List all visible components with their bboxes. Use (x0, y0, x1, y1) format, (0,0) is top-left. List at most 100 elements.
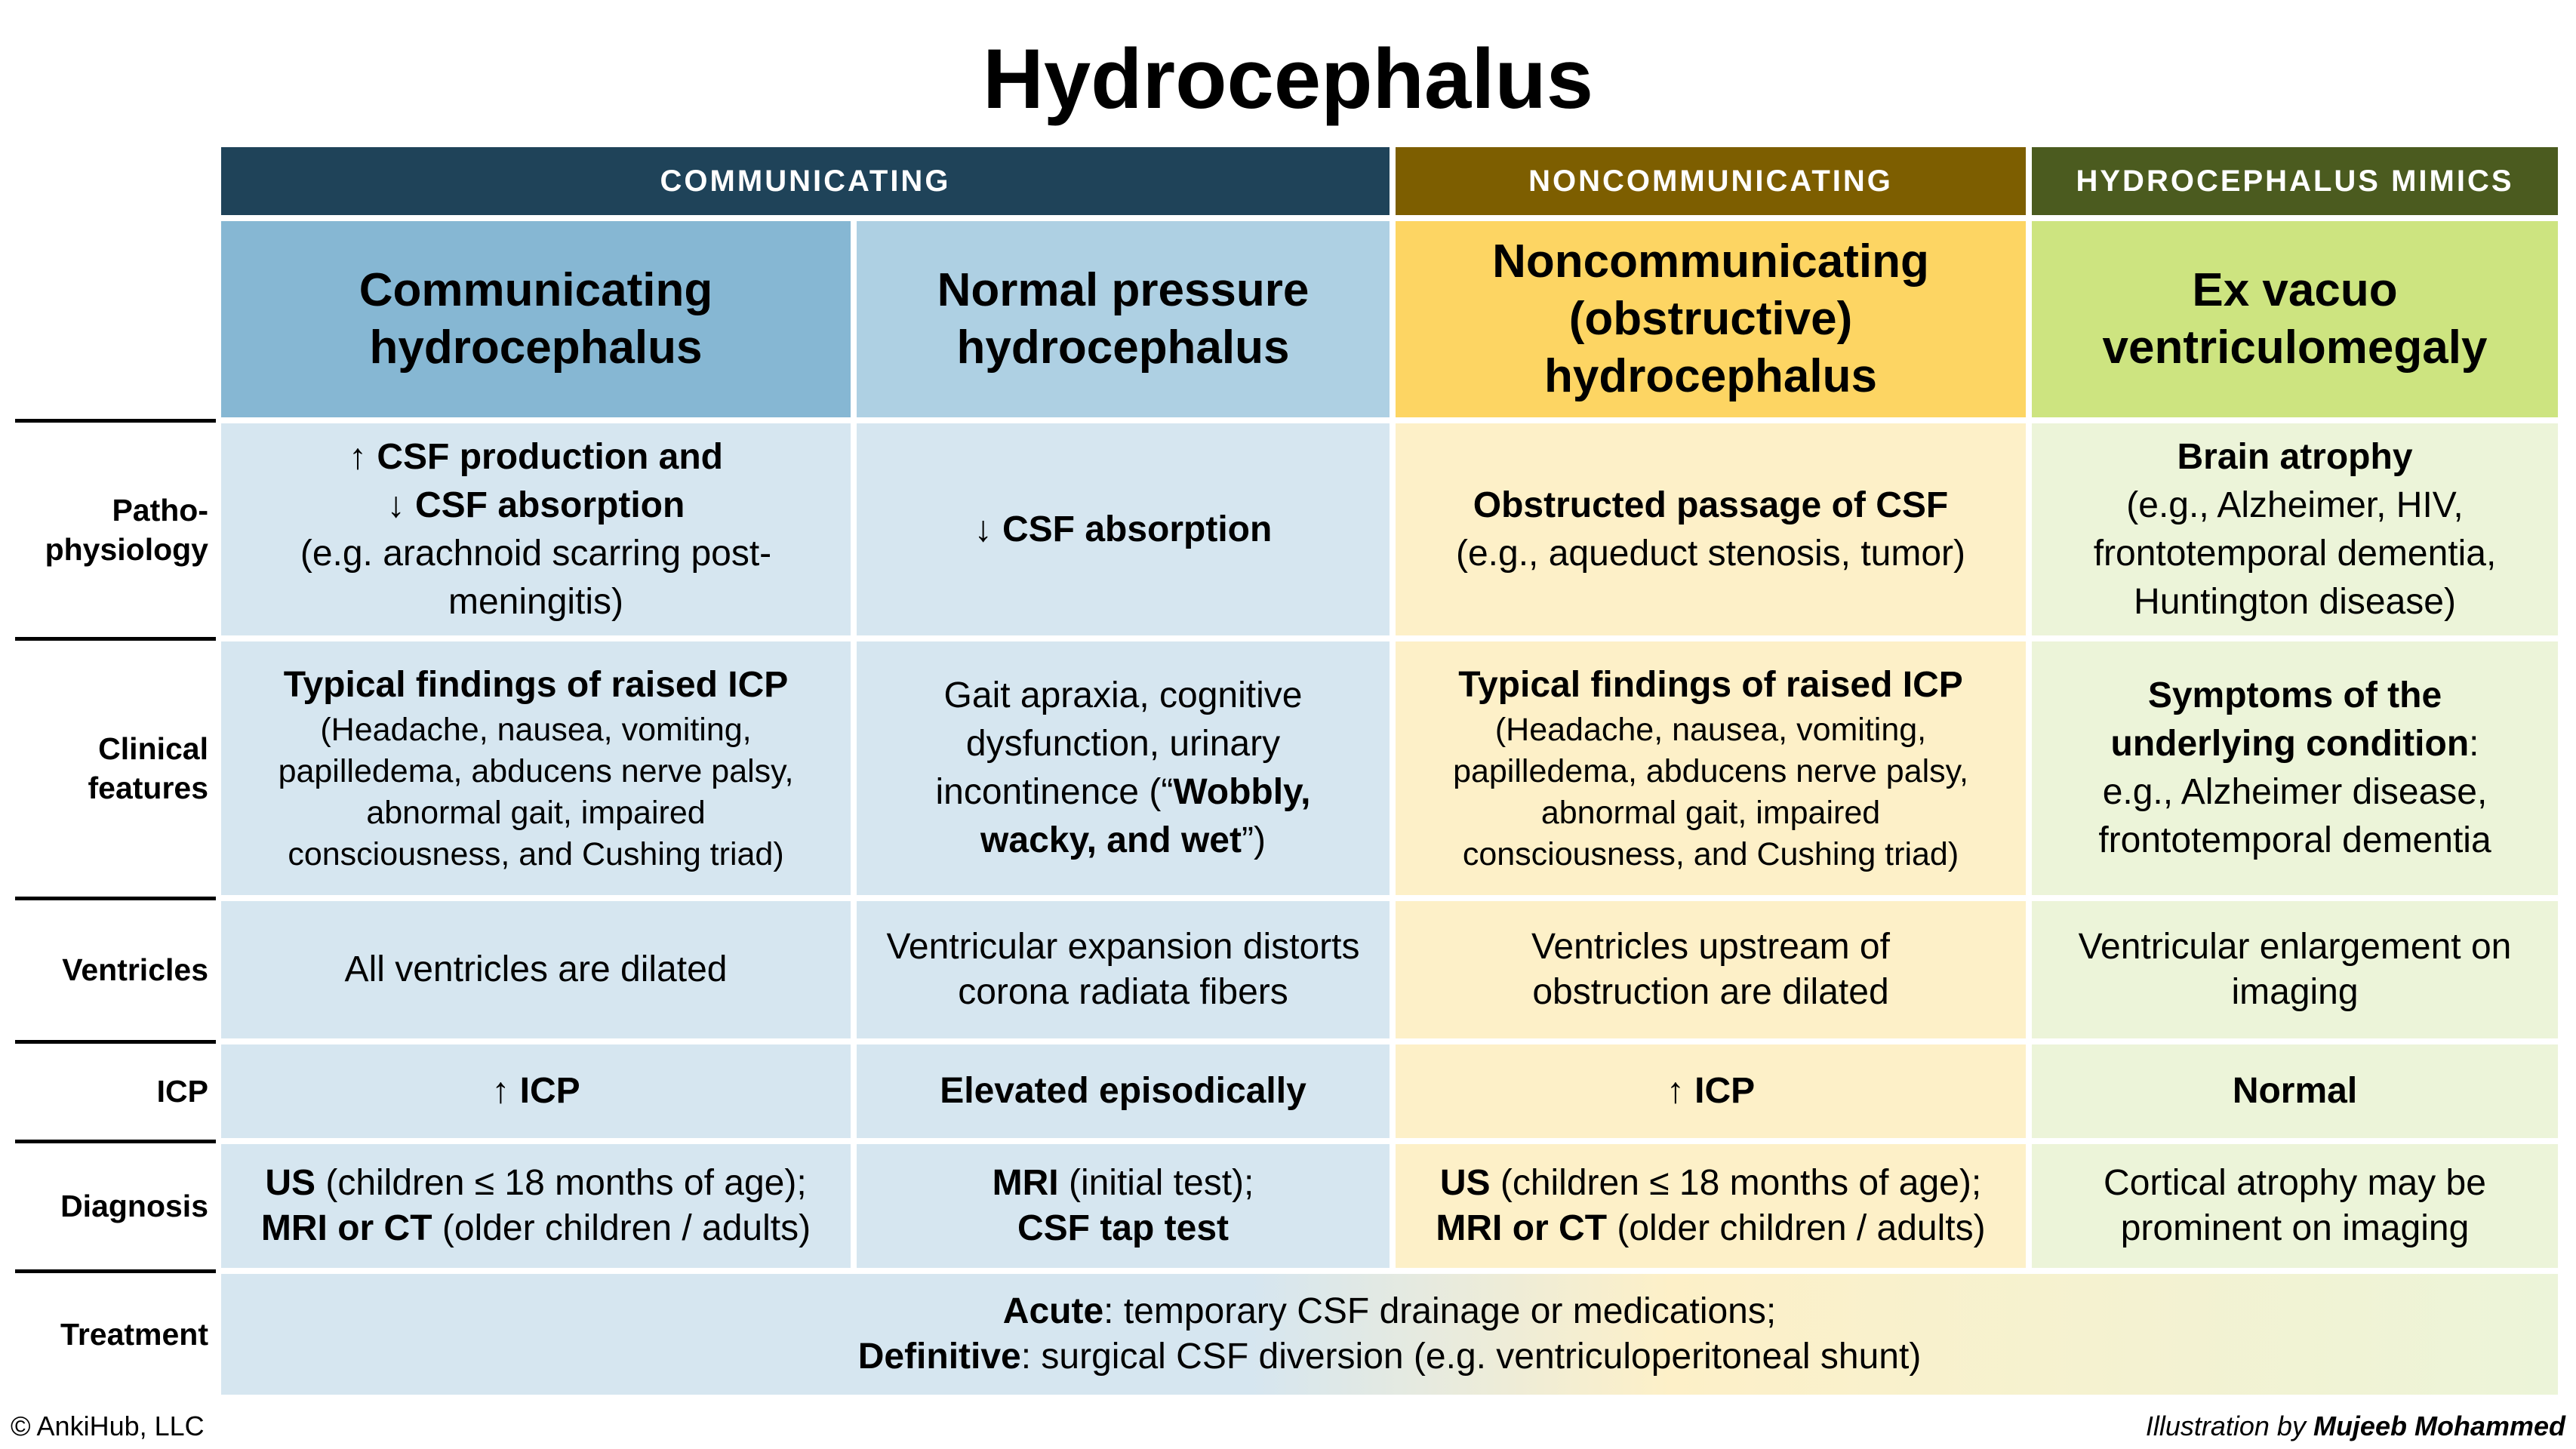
treatment-acute-detail: : temporary CSF drainage or medications; (1103, 1291, 1777, 1331)
diagnosis-noncommunicating-line2: MRI or CT (older children / adults) (1436, 1206, 1985, 1251)
header-noncommunicating-line2: (obstructive) (1568, 293, 1853, 345)
category-mimics: HYDROCEPHALUS MIMICS (2032, 147, 2558, 215)
icp-noncommunicating-text: ↑ ICP (1666, 1071, 1756, 1111)
header-noncommunicating-line3: hydrocephalus (1544, 350, 1877, 402)
clinical-mimics-colon: : (2469, 724, 2479, 764)
cell-icp-nph: Elevated episodically (857, 1044, 1390, 1138)
clinical-mimics-detail: e.g., Alzheimer disease, frontotemporal … (2098, 772, 2491, 860)
clinical-noncommunicating-detail: (Headache, nausea, vomiting, papilledema… (1453, 712, 1968, 872)
diagnosis-noncommunicating-us-detail: (children ≤ 18 months of age); (1490, 1163, 1982, 1203)
row-label-ventricles-text: Ventricles (62, 952, 208, 987)
ventricles-mimics-text: Ventricular enlargement on imaging (2078, 927, 2512, 1012)
cell-icp-noncommunicating: ↑ ICP (1396, 1044, 2026, 1138)
category-mimics-label: HYDROCEPHALUS MIMICS (2076, 164, 2514, 198)
clinical-nph-mnemonic: Wobbly, wacky, and wet (980, 772, 1311, 860)
header-noncommunicating: Noncommunicating (obstructive) hydroceph… (1396, 221, 2026, 417)
row-rule (15, 1269, 216, 1273)
diagnosis-communicating-mri-detail: (older children / adults) (432, 1208, 811, 1248)
row-label-diagnosis: Diagnosis (15, 1144, 208, 1268)
ventricles-communicating-text: All ventricles are dilated (344, 949, 728, 989)
footer-credit-name: Mujeeb Mohammed (2313, 1411, 2565, 1441)
header-communicating: Communicating hydrocephalus (221, 221, 851, 417)
ventricles-nph-text: Ventricular expansion distorts corona ra… (886, 927, 1360, 1012)
pathophysiology-nph-text: ↓ CSF absorption (974, 509, 1273, 549)
cell-treatment: Acute: temporary CSF drainage or medicat… (221, 1274, 2558, 1395)
cell-clinical-noncommunicating: Typical findings of raised ICP (Headache… (1396, 641, 2026, 895)
header-communicating-line1: Communicating (359, 264, 713, 316)
header-mimics-line1: Ex vacuo (2192, 264, 2398, 316)
row-label-clinical: Clinical features (15, 641, 208, 895)
row-label-treatment-text: Treatment (60, 1317, 208, 1352)
row-label-pathophysiology-line2: physiology (45, 531, 208, 567)
diagnosis-communicating-us: US (265, 1163, 315, 1203)
pathophysiology-noncommunicating-detail: (e.g., aqueduct stenosis, tumor) (1456, 533, 1965, 574)
row-label-clinical-line1: Clinical (98, 731, 208, 766)
diagnosis-mimics-text: Cortical atrophy may be prominent on ima… (2104, 1163, 2486, 1248)
pathophysiology-mimics-detail: (e.g., Alzheimer, HIV, frontotemporal de… (2093, 485, 2497, 622)
cell-pathophysiology-communicating: ↑ CSF production and ↓ CSF absorption (e… (221, 423, 851, 635)
row-label-pathophysiology: Patho- physiology (15, 423, 208, 635)
cell-ventricles-communicating: All ventricles are dilated (221, 901, 851, 1038)
row-label-pathophysiology-line1: Patho- (112, 492, 208, 528)
cell-diagnosis-nph: MRI (initial test); CSF tap test (857, 1144, 1390, 1268)
footer-copyright: © AnkiHub, LLC (11, 1411, 205, 1441)
cell-ventricles-noncommunicating: Ventricles upstream of obstruction are d… (1396, 901, 2026, 1038)
cell-clinical-nph: Gait apraxia, cognitive dysfunction, uri… (857, 641, 1390, 895)
category-noncommunicating: NONCOMMUNICATING (1396, 147, 2026, 215)
diagnosis-nph-tap-test: CSF tap test (1017, 1208, 1230, 1248)
header-nph-line1: Normal pressure (937, 264, 1310, 316)
clinical-noncommunicating-main: Typical findings of raised ICP (1458, 665, 1963, 705)
treatment-definitive-detail: : surgical CSF diversion (e.g. ventricul… (1020, 1337, 1922, 1377)
treatment-definitive: Definitive (857, 1337, 1021, 1377)
pathophysiology-communicating-line2: ↓ CSF absorption (386, 485, 685, 525)
icp-nph-text: Elevated episodically (940, 1071, 1306, 1111)
page-title: Hydrocephalus (982, 32, 1594, 126)
clinical-communicating-main: Typical findings of raised ICP (283, 665, 789, 705)
cell-pathophysiology-nph: ↓ CSF absorption (857, 423, 1390, 635)
header-mimics-line2: ventriculomegaly (2102, 321, 2488, 374)
header-communicating-line2: hydrocephalus (369, 321, 703, 374)
cell-clinical-mimics: Symptoms of the underlying condition: e.… (2032, 641, 2558, 895)
row-rule (15, 1040, 216, 1044)
diagnosis-communicating-mri: MRI or CT (260, 1208, 432, 1248)
pathophysiology-mimics-main: Brain atrophy (2177, 436, 2413, 477)
row-rule (15, 419, 216, 423)
cell-pathophysiology-mimics: Brain atrophy (e.g., Alzheimer, HIV, fro… (2032, 423, 2558, 635)
pathophysiology-noncommunicating-main: Obstructed passage of CSF (1473, 485, 1949, 525)
diagnosis-noncommunicating-mri: MRI or CT (1436, 1208, 1608, 1248)
clinical-nph-text: Gait apraxia, cognitive dysfunction, uri… (887, 672, 1359, 865)
row-label-ventricles: Ventricles (15, 901, 208, 1038)
ventricles-noncommunicating-text: Ventricles upstream of obstruction are d… (1531, 927, 1890, 1012)
header-noncommunicating-line1: Noncommunicating (1492, 235, 1929, 288)
row-rule (15, 637, 216, 641)
treatment-acute: Acute (1002, 1291, 1104, 1331)
pathophysiology-communicating-line1: ↑ CSF production and (349, 436, 723, 477)
clinical-communicating-detail: (Headache, nausea, vomiting, papilledema… (278, 712, 794, 872)
diagnosis-noncommunicating-us: US (1439, 1163, 1491, 1203)
cell-diagnosis-communicating: US (children ≤ 18 months of age); MRI or… (221, 1144, 851, 1268)
cell-diagnosis-noncommunicating: US (children ≤ 18 months of age); MRI or… (1396, 1144, 2026, 1268)
category-communicating: COMMUNICATING (221, 147, 1390, 215)
footer-credit-prefix: Illustration by (2145, 1411, 2313, 1441)
header-nph: Normal pressure hydrocephalus (857, 221, 1390, 417)
row-label-icp-text: ICP (156, 1074, 208, 1109)
clinical-nph-plain: Gait apraxia, cognitive dysfunction, uri… (935, 675, 1303, 812)
clinical-mimics-main: Symptoms of the underlying condition (2110, 675, 2470, 764)
header-mimics: Ex vacuo ventriculomegaly (2032, 221, 2558, 417)
row-rule (15, 1140, 216, 1143)
treatment-line2: Definitive: surgical CSF diversion (e.g.… (858, 1334, 1922, 1380)
cell-pathophysiology-noncommunicating: Obstructed passage of CSF (e.g., aqueduc… (1396, 423, 2026, 635)
category-communicating-label: COMMUNICATING (660, 164, 951, 198)
cell-icp-mimics: Normal (2032, 1044, 2558, 1138)
header-nph-line2: hydrocephalus (956, 321, 1290, 374)
cell-clinical-communicating: Typical findings of raised ICP (Headache… (221, 641, 851, 895)
clinical-nph-end: ”) (1241, 820, 1266, 860)
cell-ventricles-nph: Ventricular expansion distorts corona ra… (857, 901, 1390, 1038)
row-label-clinical-line2: features (88, 771, 208, 805)
treatment-line1: Acute: temporary CSF drainage or medicat… (1003, 1289, 1776, 1334)
icp-communicating-text: ↑ ICP (491, 1071, 580, 1111)
cell-diagnosis-mimics: Cortical atrophy may be prominent on ima… (2032, 1144, 2558, 1268)
clinical-mimics-heading: Symptoms of the underlying condition: (2045, 672, 2544, 768)
diagnosis-communicating-line2: MRI or CT (older children / adults) (261, 1206, 811, 1251)
icp-mimics-text: Normal (2232, 1071, 2358, 1111)
